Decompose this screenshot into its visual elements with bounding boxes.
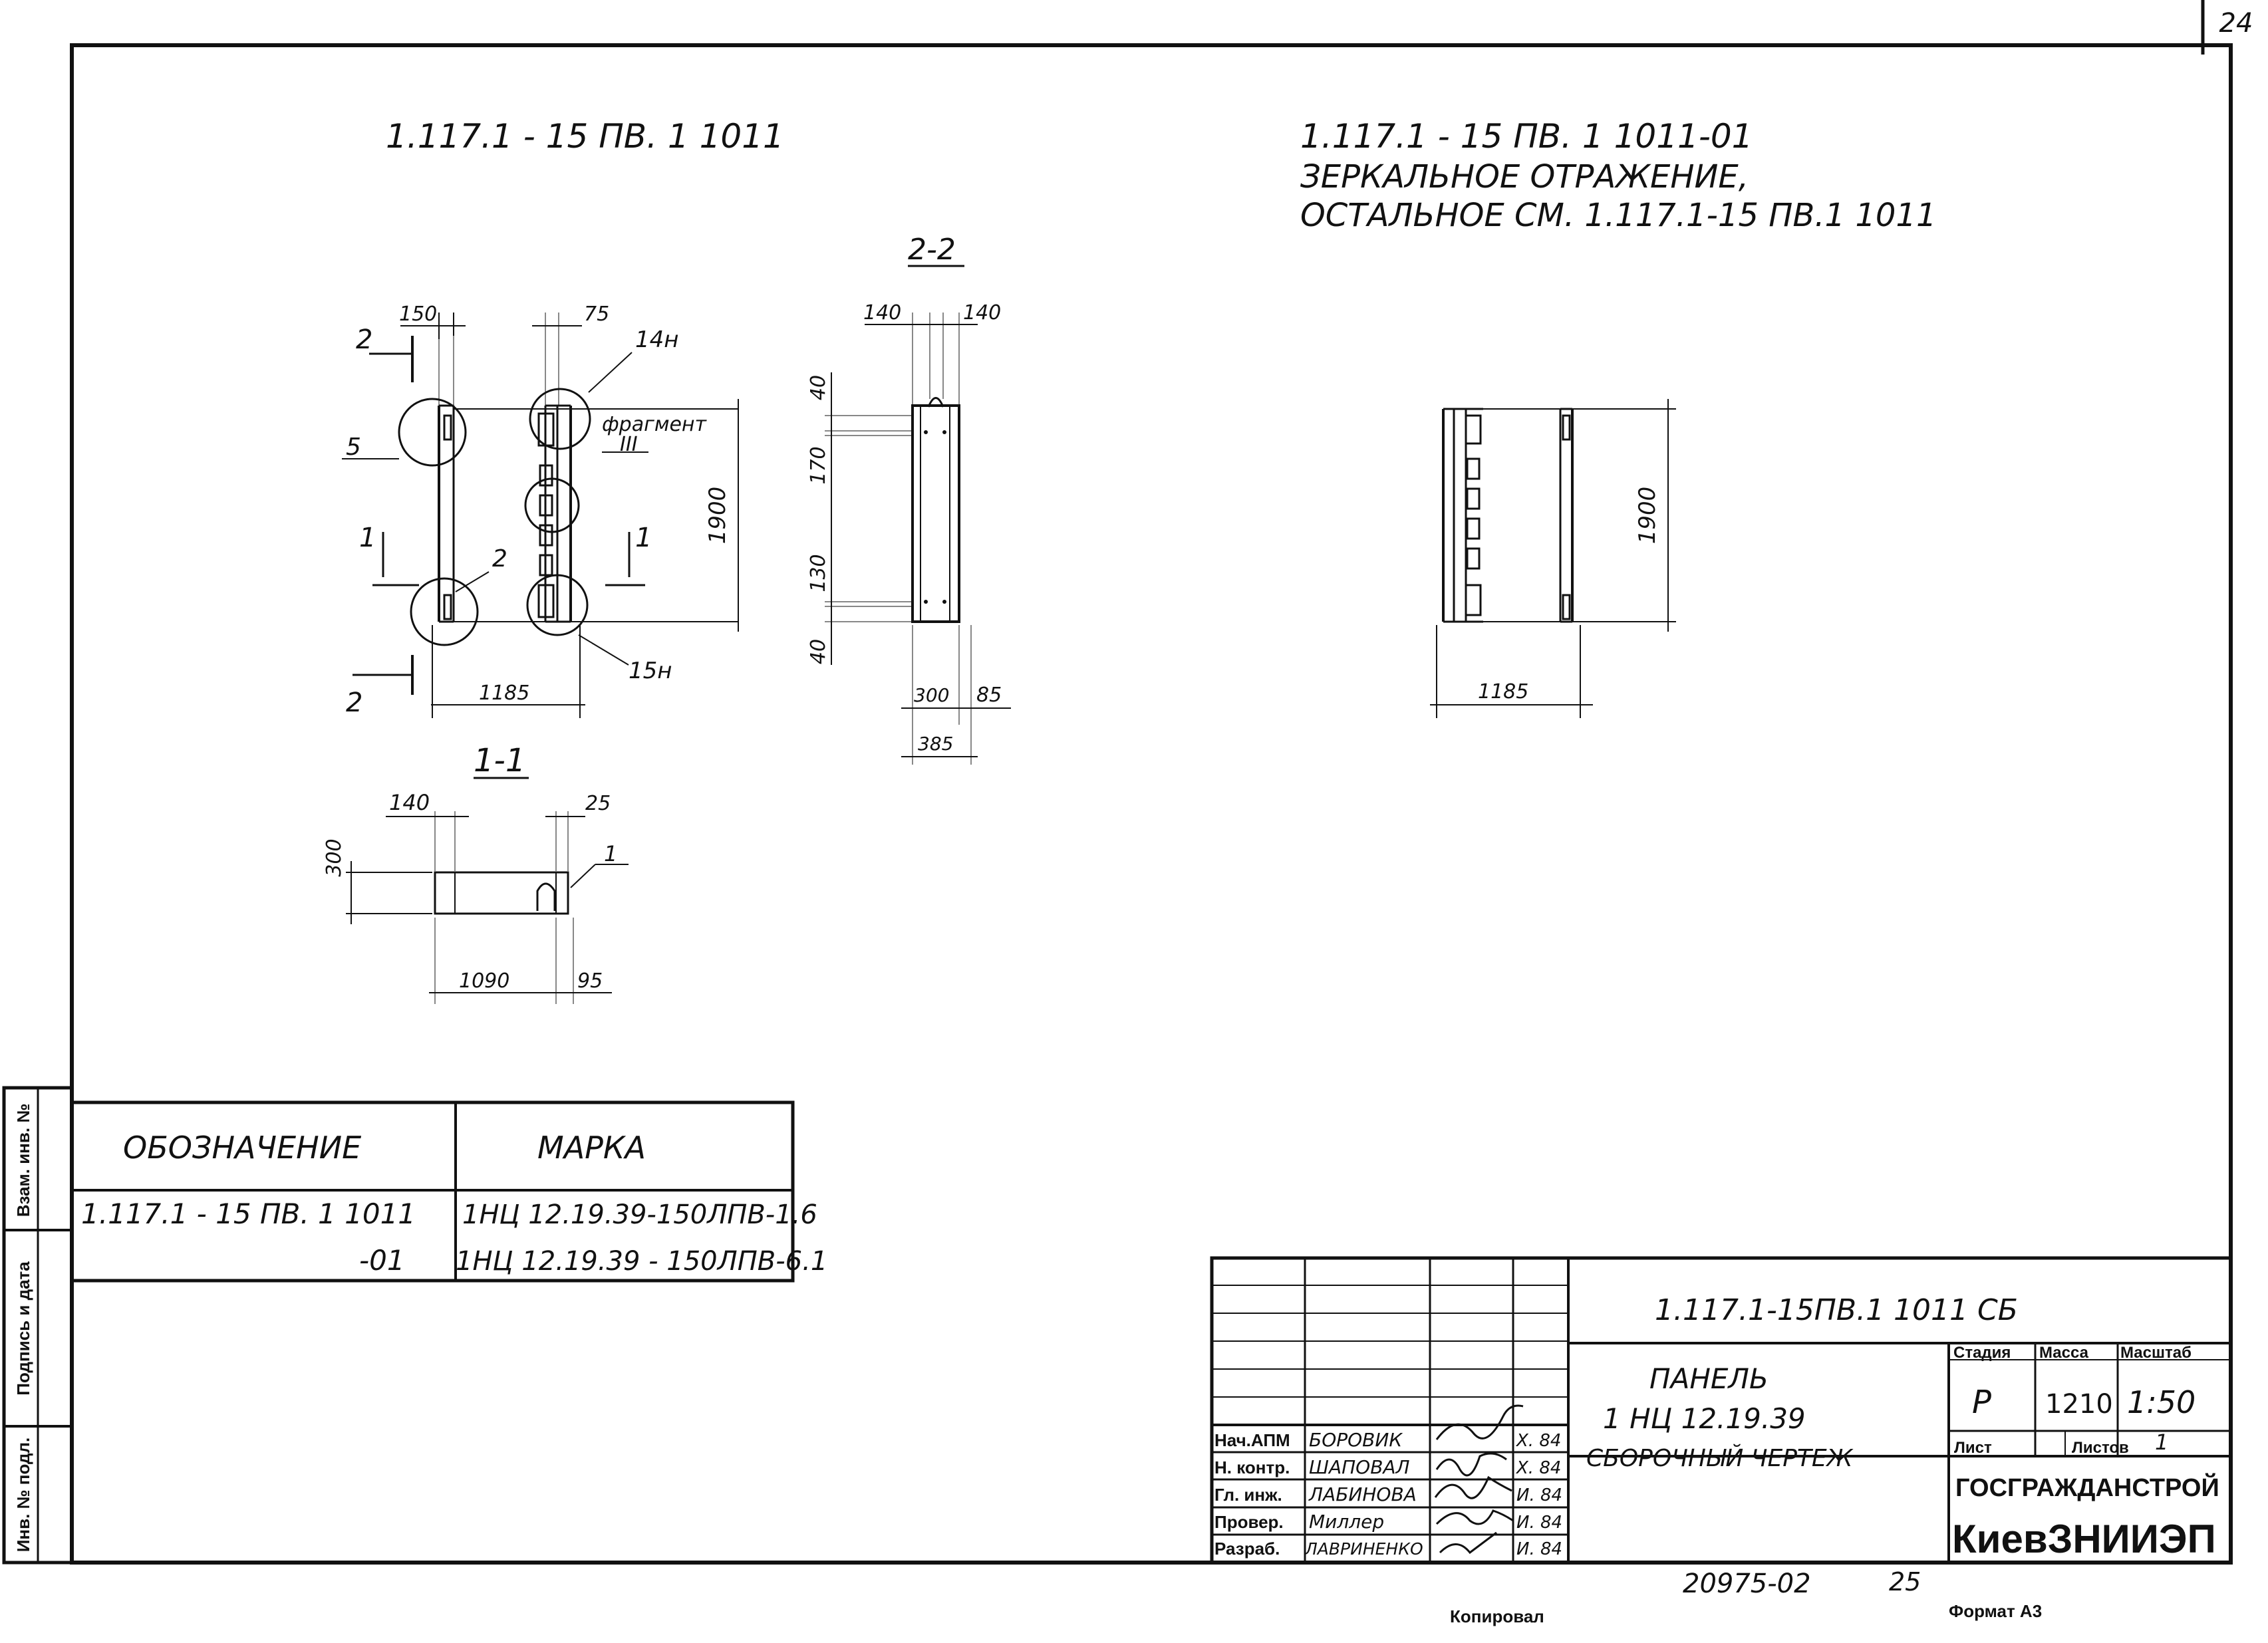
- staff-role: Гл. инж.: [1214, 1485, 1282, 1505]
- dim-140b-s22: 140: [963, 301, 1001, 324]
- product-name-line2: 1 НЦ 12.19.39: [1603, 1402, 1806, 1435]
- dim-1185: 1185: [479, 682, 529, 705]
- callout-15n: 15н: [629, 658, 672, 684]
- callout-1-s11: 1: [604, 841, 617, 866]
- left-view-title: 1.117.1 - 15 ПВ. 1 1011: [386, 117, 784, 156]
- row-2-designation: -01: [359, 1244, 405, 1277]
- handwritten-page-number: 25: [1889, 1567, 1921, 1596]
- footer-format: Формат А3: [1949, 1601, 2042, 1621]
- cut-1-left: 1: [359, 523, 376, 553]
- stage-label: Стадия: [1953, 1344, 2011, 1362]
- dim-85-s22: 85: [976, 684, 1002, 707]
- staff-role: Разраб.: [1214, 1539, 1280, 1559]
- product-name-line3: СБОРОЧНЫЙ ЧЕРТЕЖ: [1586, 1444, 1854, 1472]
- footer-copied: Копировал: [1450, 1606, 1544, 1626]
- title-block-grid: [1210, 1256, 2233, 1565]
- section-1-1-label: 1-1: [474, 742, 525, 779]
- dim-40b-s22: 40: [807, 639, 830, 664]
- stamp-inv-zam: Взам. инв. №: [13, 1104, 33, 1217]
- row-2-mark: 1НЦ 12.19.39 - 150ЛПВ-6.1: [456, 1246, 827, 1277]
- right-view-title-line3: ОСТАЛЬНОЕ СМ. 1.117.1-15 ПВ.1 1011: [1300, 197, 1936, 234]
- staff-date: И. 84: [1516, 1539, 1562, 1559]
- dim-75: 75: [584, 303, 609, 326]
- table-header-designation: ОБОЗНАЧЕНИЕ: [123, 1130, 361, 1166]
- sheets-value: 1: [2155, 1430, 2168, 1455]
- staff-name: БОРОВИК: [1309, 1429, 1403, 1451]
- callout-14n: 14н: [635, 326, 679, 353]
- right-view-title-line1: 1.117.1 - 15 ПВ. 1 1011-01: [1300, 117, 1753, 156]
- dim-170-s22: 170: [807, 446, 830, 484]
- doc-code: 1.117.1-15ПВ.1 1011 СБ: [1655, 1293, 2018, 1327]
- staff-role: Нач.АПМ: [1214, 1430, 1290, 1450]
- org-line2: КиевЗНИИЭП: [1952, 1517, 2216, 1561]
- staff-date: Х. 84: [1515, 1431, 1561, 1451]
- mass-value: 1210: [2045, 1389, 2113, 1420]
- left-panel-elevation: [342, 313, 739, 718]
- handwritten-doc-number: 20975-02: [1683, 1569, 1811, 1599]
- stage-value: Р: [1972, 1384, 1991, 1421]
- staff-name: Миллер: [1309, 1511, 1384, 1533]
- right-view-title-line2: ЗЕРКАЛЬНОЕ ОТРАЖЕНИЕ,: [1300, 158, 1749, 195]
- section-2-2-label: 2-2: [908, 233, 956, 267]
- dim-1900: 1900: [704, 487, 731, 545]
- marks-table: [70, 1100, 795, 1283]
- dim-40a-s22: 40: [807, 375, 830, 400]
- scale-value: 1:50: [2127, 1384, 2196, 1420]
- callout-2: 2: [492, 545, 507, 572]
- row-1-mark: 1НЦ 12.19.39-150ЛПВ-1.6: [462, 1200, 817, 1230]
- staff-role: Провер.: [1214, 1512, 1284, 1532]
- row-1-designation: 1.117.1 - 15 ПВ. 1 1011: [81, 1198, 416, 1230]
- staff-role: Н. контр.: [1214, 1457, 1290, 1477]
- dim-140a-s22: 140: [863, 301, 901, 324]
- staff-rows: Нач.АПМ БОРОВИК Х. 84 Н. контр. ШАПОВАЛ …: [1214, 1429, 1562, 1559]
- dim-130-s22: 130: [807, 554, 830, 592]
- org-line1: ГОСГРАЖДАНСТРОЙ: [1955, 1472, 2219, 1502]
- right-dim-1900: 1900: [1634, 487, 1661, 545]
- staff-date: И. 84: [1516, 1485, 1562, 1505]
- dim-385-s22: 385: [918, 733, 953, 755]
- mass-label: Масса: [2039, 1344, 2089, 1362]
- dim-25-s11: 25: [585, 792, 611, 815]
- dim-95-s11: 95: [577, 969, 603, 993]
- staff-date: И. 84: [1516, 1513, 1562, 1533]
- cut-1-right: 1: [635, 523, 652, 553]
- section-1-1-drawing: [346, 811, 629, 1004]
- dim-1090-s11: 1090: [459, 969, 509, 993]
- staff-date: Х. 84: [1515, 1458, 1561, 1478]
- staff-name: ШАПОВАЛ: [1309, 1456, 1410, 1478]
- right-dim-1185: 1185: [1478, 680, 1528, 703]
- dim-140-s11: 140: [389, 790, 430, 815]
- sheets-label: Листов: [2072, 1439, 2129, 1457]
- staff-name: ЛАБИНОВА: [1308, 1483, 1417, 1505]
- cut-2-top: 2: [356, 324, 372, 355]
- cut-2-bottom: 2: [346, 688, 362, 718]
- staff-name: ЛАВРИНЕНКО: [1304, 1539, 1423, 1559]
- dim-150: 150: [399, 303, 437, 326]
- callout-5: 5: [346, 434, 361, 461]
- dim-300-s11: 300: [323, 838, 346, 876]
- stamp-sign-date: Подпись и дата: [13, 1261, 33, 1396]
- scale-label: Масштаб: [2120, 1344, 2192, 1362]
- sheet-label: Лист: [1954, 1439, 1992, 1457]
- sheet-frame: [2, 0, 2233, 1565]
- sheet-number: 24: [2219, 8, 2253, 39]
- product-name-line1: ПАНЕЛЬ: [1649, 1362, 1769, 1395]
- right-panel-elevation: [1430, 399, 1676, 718]
- signature-marks: [1434, 1404, 1524, 1555]
- dim-300-s22: 300: [914, 684, 949, 706]
- fragment-label: фрагмент: [602, 413, 708, 436]
- section-2-2-drawing: [825, 313, 1011, 765]
- stamp-inv-podl: Инв. № подл.: [13, 1438, 33, 1553]
- table-header-mark: МАРКА: [537, 1130, 646, 1166]
- fragment-number: III: [620, 433, 638, 456]
